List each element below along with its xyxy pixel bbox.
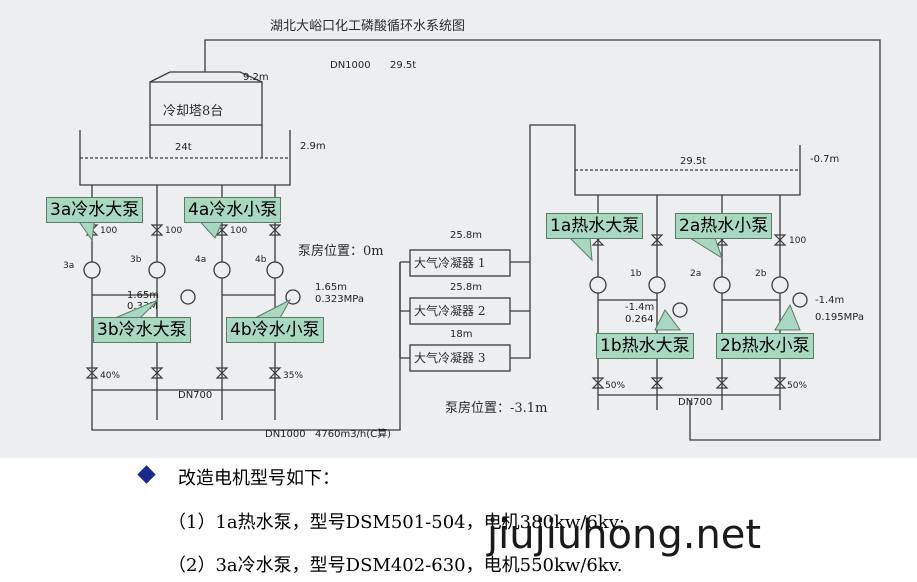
condenser-3-label: 大气冷凝器 3 xyxy=(414,350,485,365)
pump-icon-1b xyxy=(648,276,666,294)
hot-valve-left-pct: 50% xyxy=(605,381,625,391)
gauge-icon-cold-left xyxy=(180,289,196,305)
pump-icon-4a xyxy=(213,261,231,279)
condenser-1-label: 大气冷凝器 1 xyxy=(414,255,485,270)
valve-100: 100 xyxy=(789,236,806,246)
pump-id-1b: 1b xyxy=(630,269,642,279)
cold-valve-left-pct: 40% xyxy=(100,371,120,381)
pump-id-2a: 2a xyxy=(690,269,701,279)
callout-pointer xyxy=(688,237,723,260)
watermark: jiujiuhong.net xyxy=(487,512,762,558)
valve-icon xyxy=(715,377,729,389)
valve-icon xyxy=(650,234,664,246)
gauge-icon-hot-right xyxy=(792,292,808,308)
hot-pressure-right-mpa: 0.195MPa xyxy=(815,312,864,323)
tower-level: 9.2m xyxy=(243,72,269,83)
callout-3a: 3a冷水大泵 xyxy=(46,197,144,223)
valve-icon xyxy=(215,367,229,379)
condenser-3-level: 18m xyxy=(450,329,472,340)
valve-100: 100 xyxy=(230,226,247,236)
notes-item-1: （1）1a热水泵，型号DSM501-504，电机380kw/6kv; xyxy=(168,512,625,533)
top-return-pipe xyxy=(204,39,881,441)
pump-icon-4b xyxy=(266,261,284,279)
callout-pointer xyxy=(254,298,292,319)
callout-3b: 3b冷水大泵 xyxy=(93,317,191,343)
cold-tank-level: 2.9m xyxy=(300,141,326,152)
pump-room-cold: 泵房位置：0m xyxy=(298,243,384,259)
valve-icon xyxy=(591,377,605,389)
cold-pressure-left: 1.65m xyxy=(127,290,159,301)
pump-id-4a: 4a xyxy=(195,255,206,265)
pump-id-2b: 2b xyxy=(755,269,767,279)
valve-icon xyxy=(773,377,787,389)
notes-heading: 改造电机型号如下： xyxy=(178,468,340,489)
pump-icon-2a xyxy=(713,276,731,294)
callout-4a: 4a冷水小泵 xyxy=(184,197,282,223)
callout-pointer xyxy=(774,303,801,331)
valve-icon xyxy=(85,367,99,379)
callout-2a: 2a热水小泵 xyxy=(675,213,773,239)
notes-item-2: （2）3a冷水泵，型号DSM402-630，电机550kw/6kv. xyxy=(168,555,623,576)
cold-valve-right-pct: 35% xyxy=(283,371,303,381)
pump-icon-3b xyxy=(148,261,166,279)
valve-100: 100 xyxy=(100,226,117,236)
condenser-to-hot-tank-pipe xyxy=(529,124,576,262)
cold-tank-volume: 24t xyxy=(175,142,192,153)
callout-4b: 4b冷水小泵 xyxy=(226,317,324,343)
hot-pressure-right: -1.4m xyxy=(815,295,844,306)
diagram-title: 湖北大峪口化工磷酸循环水系统图 xyxy=(270,19,465,34)
bottom-pipe-flow: 4760m3/h(C算) xyxy=(315,427,391,440)
hot-tank-level: -0.7m xyxy=(810,154,839,165)
valve-100: 100 xyxy=(165,226,182,236)
valve-icon xyxy=(215,224,229,236)
pump-icon-3a xyxy=(83,261,101,279)
hot-tank-volume: 29.5t xyxy=(680,156,706,167)
condenser-1-box xyxy=(409,249,511,277)
hot-pressure-left-mpa: 0.264 xyxy=(625,314,654,325)
cold-pressure-right-mpa: 0.323MPa xyxy=(315,294,364,305)
callout-2b: 2b热水小泵 xyxy=(716,333,814,359)
cold-to-condenser-pipe xyxy=(91,262,401,431)
cooling-tower-label: 冷却塔8台 xyxy=(163,104,223,119)
callout-pointer xyxy=(654,309,681,331)
top-pipe-level: 29.5t xyxy=(390,60,416,71)
bottom-pipe-size: DN1000 xyxy=(265,429,306,440)
cold-header-label: DN700 xyxy=(178,390,212,401)
valve-icon xyxy=(650,377,664,389)
circulation-system-diagram: 湖北大峪口化工磷酸循环水系统图 DN1000 29.5t 9.2m 冷却塔8台 … xyxy=(63,19,881,441)
top-pipe-size: DN1000 xyxy=(330,60,371,71)
condenser-2-label: 大气冷凝器 2 xyxy=(414,303,485,318)
pump-icon-1a xyxy=(589,276,607,294)
valve-icon xyxy=(773,234,787,246)
pump-id-3a: 3a xyxy=(63,261,74,271)
valve-icon xyxy=(150,224,164,236)
pump-id-4b: 4b xyxy=(255,255,267,265)
callout-1a: 1a热水大泵 xyxy=(546,213,644,239)
gauge-icon-hot-left xyxy=(672,302,688,318)
callout-pointer xyxy=(568,237,593,262)
hot-pressure-left: -1.4m xyxy=(625,302,654,313)
pump-id-3b: 3b xyxy=(130,255,142,265)
pump-icon-2b xyxy=(771,276,789,294)
pump-room-hot: 泵房位置：-3.1m xyxy=(445,400,547,416)
valve-icon xyxy=(150,367,164,379)
hot-header-label: DN700 xyxy=(678,397,712,408)
condenser-1-level: 25.8m xyxy=(450,230,482,241)
hot-valve-right-pct: 50% xyxy=(787,381,807,391)
callout-1b: 1b热水大泵 xyxy=(596,333,694,359)
condenser-2-level: 25.8m xyxy=(450,282,482,293)
valve-icon xyxy=(268,367,282,379)
valve-icon xyxy=(268,224,282,236)
cold-pressure-right: 1.65m xyxy=(315,282,347,293)
